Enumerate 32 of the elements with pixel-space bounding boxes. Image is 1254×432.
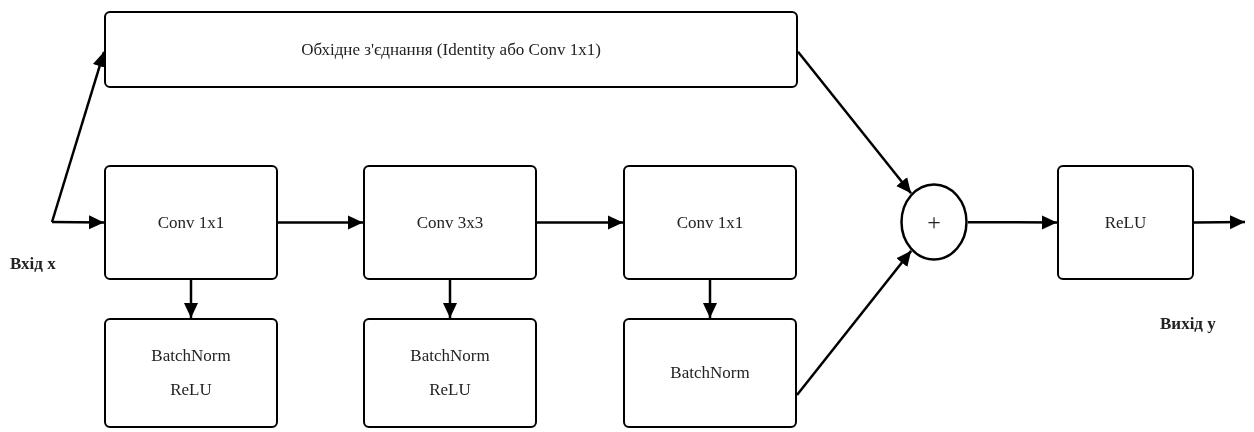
arrow xyxy=(443,280,457,318)
node-text: Обхідне з'єднання (Identity або Conv 1x1) xyxy=(301,39,601,60)
output-label: Вихід y xyxy=(1160,314,1216,334)
node-text: ReLU xyxy=(1104,212,1147,233)
arrow xyxy=(537,215,623,230)
input-label: Вхід x xyxy=(10,254,56,274)
node-text: BatchNorm xyxy=(151,346,231,366)
node-text: ReLU xyxy=(170,380,212,400)
arrow xyxy=(278,215,363,230)
node-text: BatchNorm xyxy=(670,363,750,383)
process-box xyxy=(623,318,797,428)
process-box xyxy=(104,165,278,280)
node-text: Conv 3x3 xyxy=(416,212,484,233)
arrow xyxy=(1194,215,1245,230)
plus-sign: + xyxy=(927,208,941,236)
node-text: Conv 1x1 xyxy=(676,212,744,233)
process-box xyxy=(104,11,798,88)
sum-circle xyxy=(900,183,968,261)
node-text: BatchNorm xyxy=(410,346,490,366)
process-box xyxy=(1057,165,1194,280)
arrow xyxy=(797,51,912,195)
node-text: Conv 1x1 xyxy=(157,212,225,233)
process-box xyxy=(363,318,537,428)
arrow xyxy=(184,280,198,318)
process-box xyxy=(623,165,797,280)
node-text: ReLU xyxy=(429,380,471,400)
arrow xyxy=(703,280,717,318)
arrow xyxy=(796,250,913,396)
process-box xyxy=(363,165,537,280)
arrow xyxy=(968,215,1057,230)
arrow xyxy=(52,215,104,230)
process-box xyxy=(104,318,278,428)
